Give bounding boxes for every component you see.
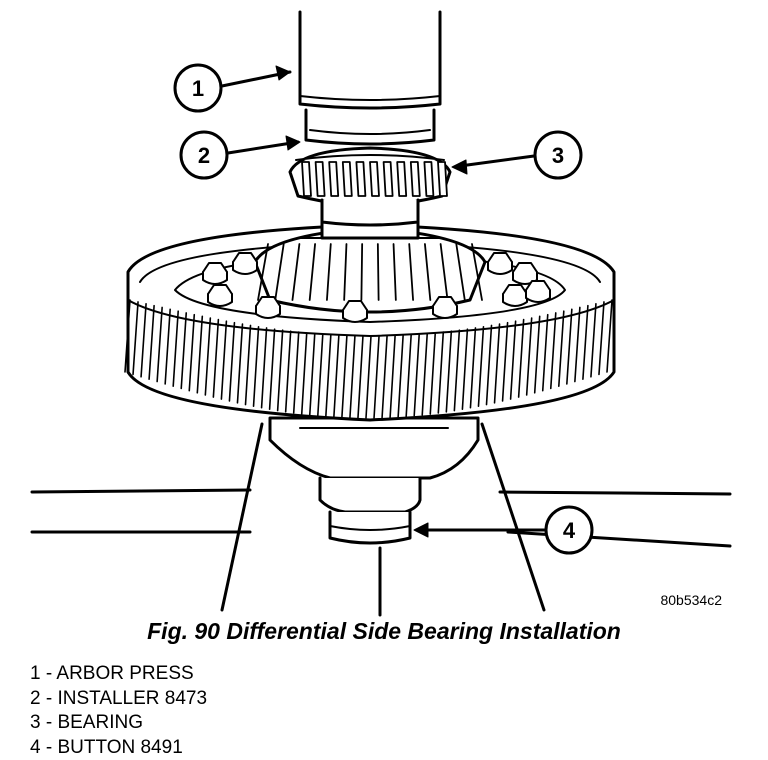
- figure-caption: Fig. 90 Differential Side Bearing Instal…: [147, 618, 621, 644]
- legend-item-1: 1 - ARBOR PRESS: [30, 663, 194, 684]
- figure-code: 80b534c2: [660, 592, 722, 608]
- callout-leaders: [220, 65, 548, 538]
- legend-item-3: 3 - BEARING: [30, 712, 143, 733]
- installer-8473: [304, 108, 436, 146]
- legend-item-4: 4 - BUTTON 8491: [30, 736, 183, 758]
- arbor-press-ram: [298, 10, 442, 110]
- callout-2: 2: [179, 130, 229, 180]
- button-8491: [328, 510, 412, 545]
- callout-4: 4: [544, 505, 594, 555]
- callout-1: 1: [173, 63, 223, 113]
- bearing: [288, 146, 452, 227]
- support-stand: [220, 422, 546, 617]
- carrier-hub: [268, 416, 480, 514]
- callout-2-label: 2: [198, 143, 210, 168]
- bearing-installation-diagram: 1 2 3 4: [30, 10, 732, 617]
- callout-3-label: 3: [552, 143, 564, 168]
- ring-gear-bolts: [202, 252, 551, 323]
- differential-case: [253, 220, 487, 314]
- callout-1-label: 1: [192, 76, 204, 101]
- legend-item-2: 2 - INSTALLER 8473: [30, 687, 208, 709]
- callout-4-label: 4: [563, 518, 576, 543]
- callout-3: 3: [533, 130, 583, 180]
- legend: 1 - ARBOR PRESS 2 - INSTALLER 8473 3 - B…: [30, 662, 207, 760]
